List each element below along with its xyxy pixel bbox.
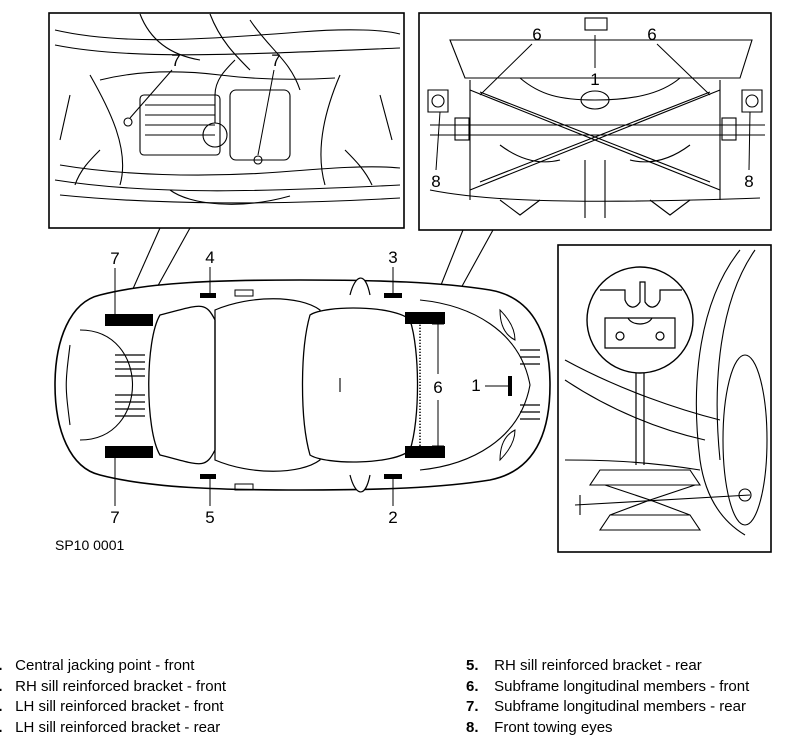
callout-5: 5 [205, 508, 214, 527]
rear-subframe-bar-right [105, 446, 153, 458]
rh-front-bracket [384, 474, 402, 479]
legend-text: LH sill reinforced bracket - front [15, 698, 224, 715]
callout-7-top: 7 [110, 249, 119, 268]
legend-text: Subframe longitudinal members - rear [494, 698, 746, 715]
legend-number: 4. [0, 718, 11, 739]
car-top-view [54, 277, 551, 493]
callout-1-inset: 1 [590, 70, 599, 89]
legend-text: Front towing eyes [494, 718, 613, 736]
legend-text: Subframe longitudinal members - front [494, 677, 750, 695]
front-subframe-bar-left [405, 312, 445, 324]
figure-code: SP10 0001 [55, 537, 124, 553]
jacking-points-diagram: 7 7 6 6 1 8 8 [48, 12, 772, 553]
rh-rear-bracket [200, 474, 216, 479]
callout-6: 6 [433, 378, 442, 397]
legend-text: RH sill reinforced bracket - rear [494, 657, 702, 674]
legend-item: 4. LH sill reinforced bracket - rear [0, 718, 420, 739]
callout-7-bottom: 7 [110, 508, 119, 527]
legend-text: LH sill reinforced bracket - rear [15, 718, 221, 736]
legend-number: 1. [0, 656, 11, 677]
legend-item: 7. Subframe longitudinal members - rear [466, 697, 800, 718]
callout-8-inset-left: 8 [431, 172, 440, 191]
callout-7-inset-left: 7 [171, 51, 180, 70]
callout-7-inset-right: 7 [271, 51, 280, 70]
callout-6-inset-left: 6 [532, 25, 541, 44]
lh-front-bracket [384, 293, 402, 298]
legend-item: 1. Central jacking point - front [0, 656, 420, 677]
rear-subframe-bar-left [105, 314, 153, 326]
legend-text: RH sill reinforced bracket - front [15, 677, 227, 695]
central-jacking-point [508, 376, 512, 396]
legend-item: 2. RH sill reinforced bracket - front [0, 677, 420, 698]
front-subframe-inset: 6 6 1 8 8 [418, 12, 772, 231]
callout-6-inset-right: 6 [647, 25, 656, 44]
legend-number: 7. [466, 698, 479, 715]
callout-2: 2 [388, 508, 397, 527]
callout-1: 1 [471, 376, 480, 395]
jack-inset [557, 244, 772, 553]
legend-item: 3. LH sill reinforced bracket - front [0, 697, 420, 718]
legend-number: 3. [0, 697, 11, 718]
front-subframe-bar-right [405, 446, 445, 458]
legend-number: 8. [466, 718, 479, 736]
callout-3: 3 [388, 248, 397, 267]
legend-column-right: 5. RH sill reinforced bracket - rear 6. … [466, 656, 800, 738]
callout-4: 4 [205, 248, 214, 267]
legend-item: 8. Front towing eyes [466, 718, 800, 739]
legend-column-left: 1. Central jacking point - front 2. RH s… [0, 656, 420, 738]
legend-item: 5. RH sill reinforced bracket - rear [466, 656, 800, 677]
legend-text: Central jacking point - front [15, 657, 195, 674]
car-callouts: 7 7 4 5 3 2 6 1 [110, 248, 508, 527]
lh-rear-bracket [200, 293, 216, 298]
legend-number: 6. [466, 677, 479, 695]
legend-number: 2. [0, 677, 11, 698]
legend-number: 5. [466, 657, 479, 674]
legend: 1. Central jacking point - front 2. RH s… [0, 656, 800, 746]
legend-item: 6. Subframe longitudinal members - front [466, 677, 800, 698]
callout-8-inset-right: 8 [744, 172, 753, 191]
rear-subframe-inset: 7 7 [48, 12, 405, 229]
